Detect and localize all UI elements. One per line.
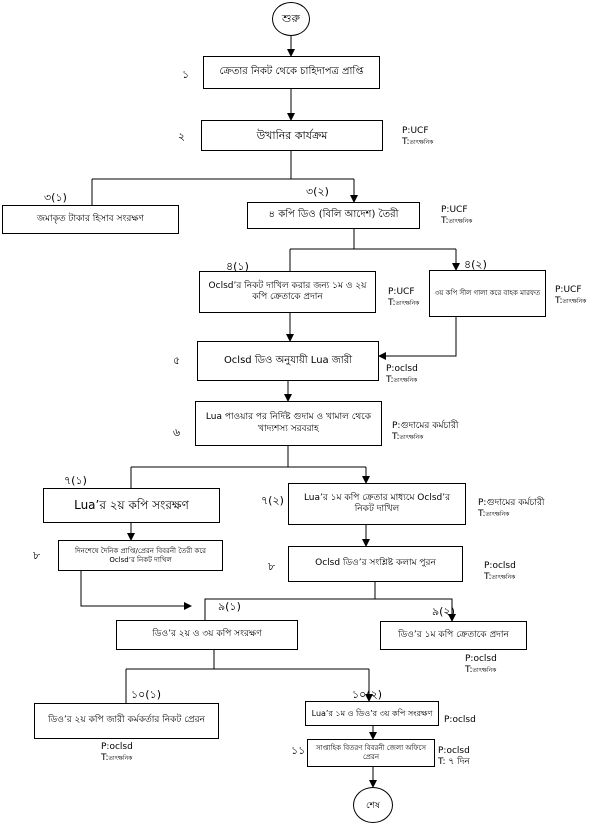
step-3a-number: ৩(১) (44, 191, 67, 204)
arrow-3b-to-4 (289, 229, 456, 271)
end-node: শেষ (353, 787, 393, 823)
step-4b-box: ৩য় কপি সীল গালা করে বাহক মারফত (429, 270, 546, 317)
step-8a-number: ৮ (33, 549, 41, 562)
arrow-8b-to-9 (204, 582, 452, 621)
step-1-number: ১ (182, 68, 190, 81)
step-10a-number: ১০(১) (131, 688, 162, 701)
step-7b-number: ৭(২) (261, 494, 284, 507)
step-10b-number: ১০(২) (352, 688, 383, 701)
step-2-box: উখানির কার্যক্রম (201, 120, 383, 151)
step-8b-number: ৮ (268, 560, 276, 573)
step-11-box: সাপ্তাহিক বিতরণ বিবরনী জেলা অফিসে প্রেরন (307, 739, 435, 767)
step-6-box: Lua পাওয়ার পর নির্দিষ্ট গুদাম ও খামাল থ… (195, 401, 382, 446)
arrow-6-to-7 (130, 446, 366, 488)
step-9a-number: ৯(১) (218, 600, 241, 613)
step-3a-box: জমাকৃত টাকার হিসাব সংরক্ষণ (2, 205, 179, 234)
start-node: শুরু (272, 2, 310, 36)
step-5-number: ৫ (173, 354, 181, 367)
step-7b-box: Lua’র ১ম কপি ক্রেতার মাধ্যমে Oclsd’র নিক… (288, 483, 466, 525)
step-5-box: Oclsd ডিও অনুযায়ী Lua জারী (197, 341, 379, 381)
step-6-responsible: P:গুদামের কর্মচারীT:তাৎক্ষনিক (392, 421, 459, 442)
step-8b-box: Oclsd ডিও’র সংশ্লিষ্ট কলাম পুরন (288, 546, 463, 582)
step-10a-box: ডিও’র ২য় কপি জারী কর্মকর্তার নিকট প্রের… (34, 703, 219, 739)
step-4a-number: ৪(১) (226, 260, 249, 273)
step-9a-box: ডিও’র ২য় ও ৩য় কপি সংরক্ষণ (116, 620, 298, 650)
arrow-2-to-3 (91, 151, 354, 205)
arrow-4b-to-5 (378, 317, 457, 360)
step-1-box: ক্রেতার নিকট থেকে চাহিদাপত্র প্রাপ্তি (203, 56, 380, 89)
step-10b-box: Lua’র ১ম ও ডিও’র ৩য় কপি সংরক্ষণ (305, 701, 439, 726)
step-6-number: ৬ (173, 426, 181, 439)
step-8a-box: দিনশেষে দৈনিক প্রাপ্তি/প্রেরন বিবরনী তৈর… (58, 540, 223, 571)
step-7b-responsible: P:গুদামের কর্মচারীT:তাৎক্ষনিক (478, 498, 545, 519)
step-4a-box: Oclsd’র নিকট দাখিল করার জন্য ১ম ও ২য় কপ… (199, 271, 376, 313)
step-7a-number: ৭(১) (64, 474, 87, 487)
step-2-number: ২ (178, 130, 186, 143)
step-3b-box: ৪ কপি ডিও (বিলি আদেশ) তৈরী (247, 202, 420, 229)
step-11-number: ১১ (291, 744, 306, 757)
step-9b-box: ডিও’র ১ম কপি ক্রেতাকে প্রদান (380, 621, 527, 650)
step-3b-number: ৩(২) (306, 185, 329, 198)
arrow-8a-to-9 (80, 571, 192, 610)
step-7a-box: Lua’র ২য় কপি সংরক্ষণ (43, 488, 220, 523)
step-9b-number: ৯(২) (432, 605, 455, 618)
step-4b-number: ৪(২) (464, 258, 487, 271)
arrow-9a-to-10 (125, 650, 369, 703)
step-10b-responsible: P:oclsd (444, 715, 476, 725)
